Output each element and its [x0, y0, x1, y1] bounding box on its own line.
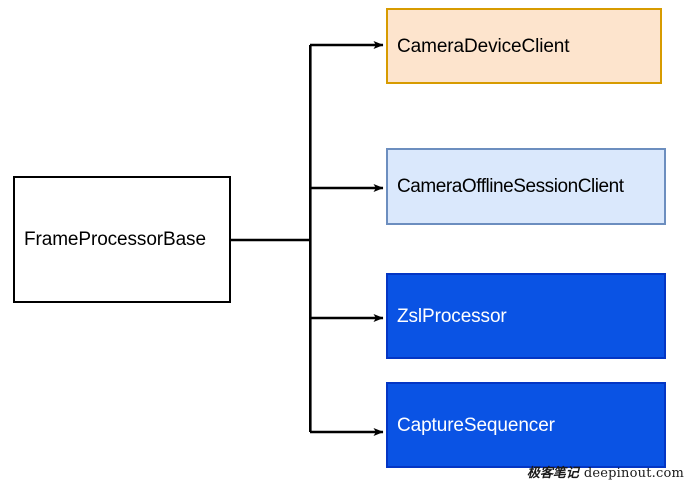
node-label: CaptureSequencer [397, 414, 555, 436]
node-label: CameraDeviceClient [397, 35, 570, 57]
node-capture-sequencer[interactable]: CaptureSequencer [386, 382, 666, 468]
node-camera-device-client[interactable]: CameraDeviceClient [386, 8, 662, 84]
node-frame-processor-base[interactable]: FrameProcessorBase [13, 176, 231, 303]
node-zsl-processor[interactable]: ZslProcessor [386, 273, 666, 359]
node-label: ZslProcessor [397, 305, 507, 327]
node-label: FrameProcessorBase [24, 229, 206, 250]
node-camera-offline-session-client[interactable]: CameraOfflineSessionClient [386, 148, 666, 225]
watermark-en-text: deepinout.com [583, 466, 684, 481]
node-label: CameraOfflineSessionClient [397, 176, 624, 197]
